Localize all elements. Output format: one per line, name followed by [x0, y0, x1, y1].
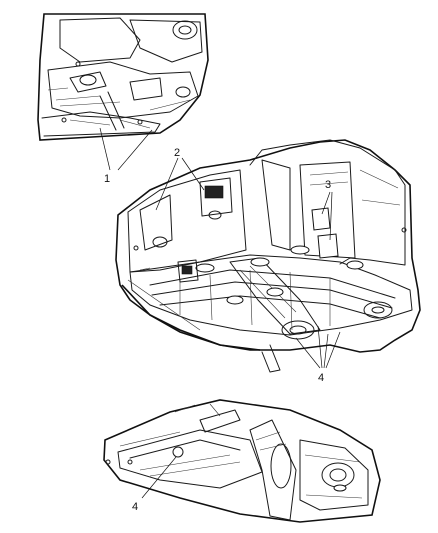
callout-3-label: 3	[325, 179, 331, 191]
inset-detail-bottom	[103, 399, 381, 523]
inset-detail-top	[37, 13, 209, 141]
callout-3: 3	[321, 179, 333, 241]
callout-1: 1	[99, 127, 153, 185]
callout-4-main: 4	[295, 325, 341, 384]
callout-4-bottom: 4	[132, 456, 177, 513]
callout-4-bottom-label: 4	[132, 501, 138, 513]
callout-1-label: 1	[104, 173, 110, 185]
callout-4-main-label: 4	[318, 372, 324, 384]
floor-pan-main-view	[115, 139, 421, 373]
callout-2: 2	[155, 147, 205, 211]
callout-2-label: 2	[174, 147, 180, 159]
